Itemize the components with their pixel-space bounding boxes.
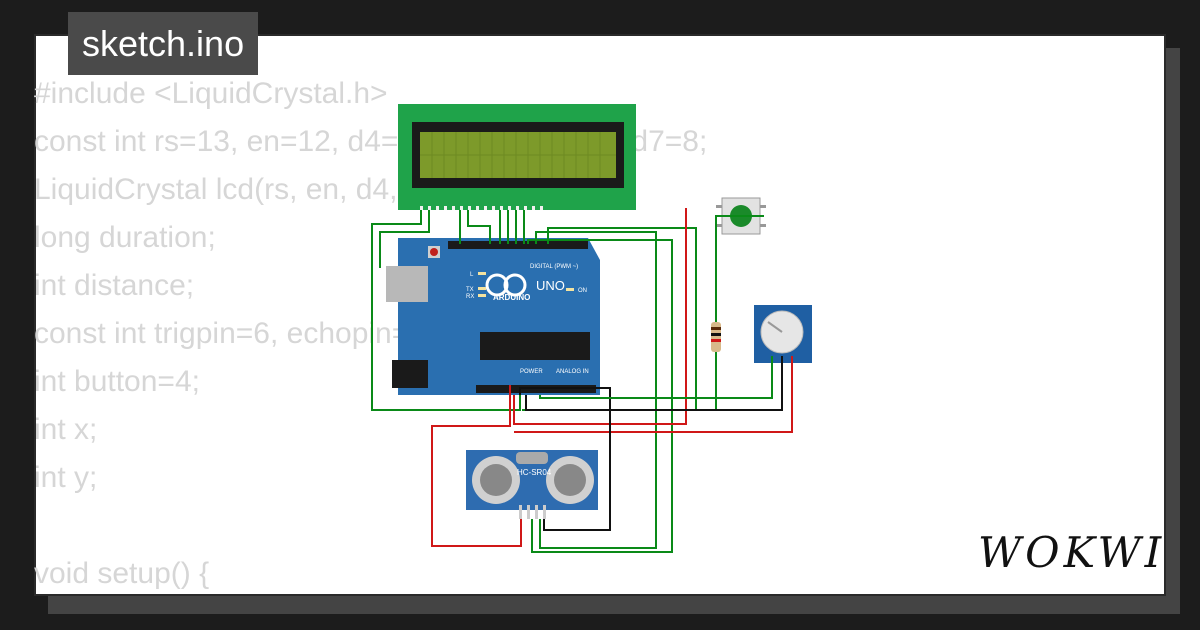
arduino-uno-board[interactable]: ARDUINO UNO DIGITAL (PWM ~) POWER ANALOG… xyxy=(386,238,600,395)
ultrasonic-sensor[interactable]: HC-SR04 xyxy=(466,450,598,519)
code-line: int distance; xyxy=(34,269,195,302)
potentiometer[interactable] xyxy=(754,305,812,363)
sketch-title: sketch.ino xyxy=(68,12,259,75)
resistor[interactable] xyxy=(711,322,721,352)
lcd-display[interactable] xyxy=(398,104,636,210)
wokwi-logo: WOKWI xyxy=(978,528,1166,577)
rx-led-label: RX xyxy=(466,294,474,300)
digital-header-label: DIGITAL (PWM ~) xyxy=(530,264,578,270)
analog-header-label: ANALOG IN xyxy=(556,369,589,375)
code-preview: #include <LiquidCrystal.h> const int rs=… xyxy=(34,70,707,598)
sensor-label: HC-SR04 xyxy=(517,468,552,477)
l-led-label: L xyxy=(470,272,474,278)
code-line: int x; xyxy=(34,413,98,446)
code-line: int button=4; xyxy=(34,365,200,398)
code-line: long duration; xyxy=(34,221,216,254)
code-line: #include <LiquidCrystal.h> xyxy=(34,77,388,110)
code-line: int y; xyxy=(34,461,98,494)
on-led-label: ON xyxy=(578,288,587,294)
tx-led-label: TX xyxy=(466,287,474,293)
arduino-model-label: UNO xyxy=(536,278,565,293)
code-line: void setup() { xyxy=(34,557,210,590)
wires xyxy=(371,208,793,553)
arduino-brand-label: ARDUINO xyxy=(493,293,530,302)
power-header-label: POWER xyxy=(520,369,543,375)
